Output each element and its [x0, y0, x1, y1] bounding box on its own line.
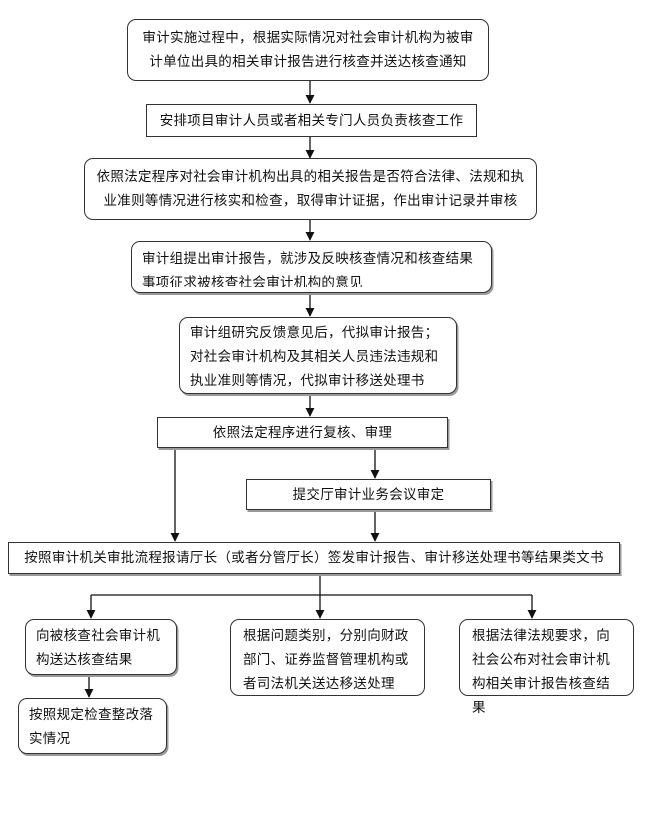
step-check-rectification-text: 按照规定检查整改落实情况 — [29, 707, 154, 747]
step-send-notice-text: 审计实施过程中，根据实际情况对社会审计机构为被审计单位出具的相关审计报告进行核查… — [142, 30, 474, 70]
step-review-feedback: 审计组研究反馈意见后，代拟审计报告； 对社会审计机构及其相关人员违法违规和执业准… — [179, 317, 457, 394]
step-publish-results: 根据法律法规要求，向社会公布对社会审计机构相关审计报告核查结果 — [459, 619, 634, 716]
step-audit-report-draft: 审计组提出审计报告，就涉及反映核查情况和核查结果事项征求被核查社会审计机构的意见 — [131, 241, 492, 293]
step-deliver-results: 向被核查社会审计机构送达核查结果 — [25, 619, 177, 675]
step-recheck-review: 依照法定程序进行复核、审理 — [157, 417, 448, 448]
step-audit-report-draft-text: 审计组提出审计报告，就涉及反映核查情况和核查结果事项征求被核查社会审计机构的意见 — [142, 251, 474, 287]
step-publish-results-text: 根据法律法规要求，向社会公布对社会审计机构相关审计报告核查结果 — [472, 628, 610, 716]
step-submit-meeting-text: 提交厅审计业务会议审定 — [292, 486, 445, 503]
step-transfer-handling-text: 根据问题类别，分别向财政部门、证券监督管理机构或者司法机关送达移送处理 — [243, 628, 409, 692]
step-assign-staff-text: 安排项目审计人员或者相关专门人员负责核查工作 — [159, 112, 464, 129]
step-check-rectification: 按照规定检查整改落实情况 — [18, 698, 167, 754]
step-assign-staff: 安排项目审计人员或者相关专门人员负责核查工作 — [146, 104, 477, 137]
step-verify-check: 依照法定程序对社会审计机构出具的相关报告是否符合法律、法规和执业准则等情况进行核… — [84, 158, 537, 220]
step-verify-check-text: 依照法定程序对社会审计机构出具的相关报告是否符合法律、法规和执业准则等情况进行核… — [96, 169, 525, 209]
step-review-feedback-line1: 审计组研究反馈意见后，代拟审计报告； — [190, 325, 439, 341]
step-send-notice: 审计实施过程中，根据实际情况对社会审计机构为被审计单位出具的相关审计报告进行核查… — [127, 19, 489, 81]
step-submit-meeting: 提交厅审计业务会议审定 — [246, 479, 491, 510]
step-transfer-handling: 根据问题类别，分别向财政部门、证券监督管理机构或者司法机关送达移送处理 — [230, 619, 425, 696]
step-recheck-review-text: 依照法定程序进行复核、审理 — [212, 424, 393, 441]
step-review-feedback-line2: 对社会审计机构及其相关人员违法违规和执业准则等情况，代拟审计移送处理书 — [190, 349, 439, 389]
step-sign-documents-text: 按照审计机关审批流程报请厅长（或者分管厅长）签发审计报告、审计移送处理书等结果类… — [24, 550, 604, 566]
step-sign-documents: 按照审计机关审批流程报请厅长（或者分管厅长）签发审计报告、审计移送处理书等结果类… — [8, 542, 620, 574]
step-deliver-results-text: 向被核查社会审计机构送达核查结果 — [36, 628, 161, 668]
